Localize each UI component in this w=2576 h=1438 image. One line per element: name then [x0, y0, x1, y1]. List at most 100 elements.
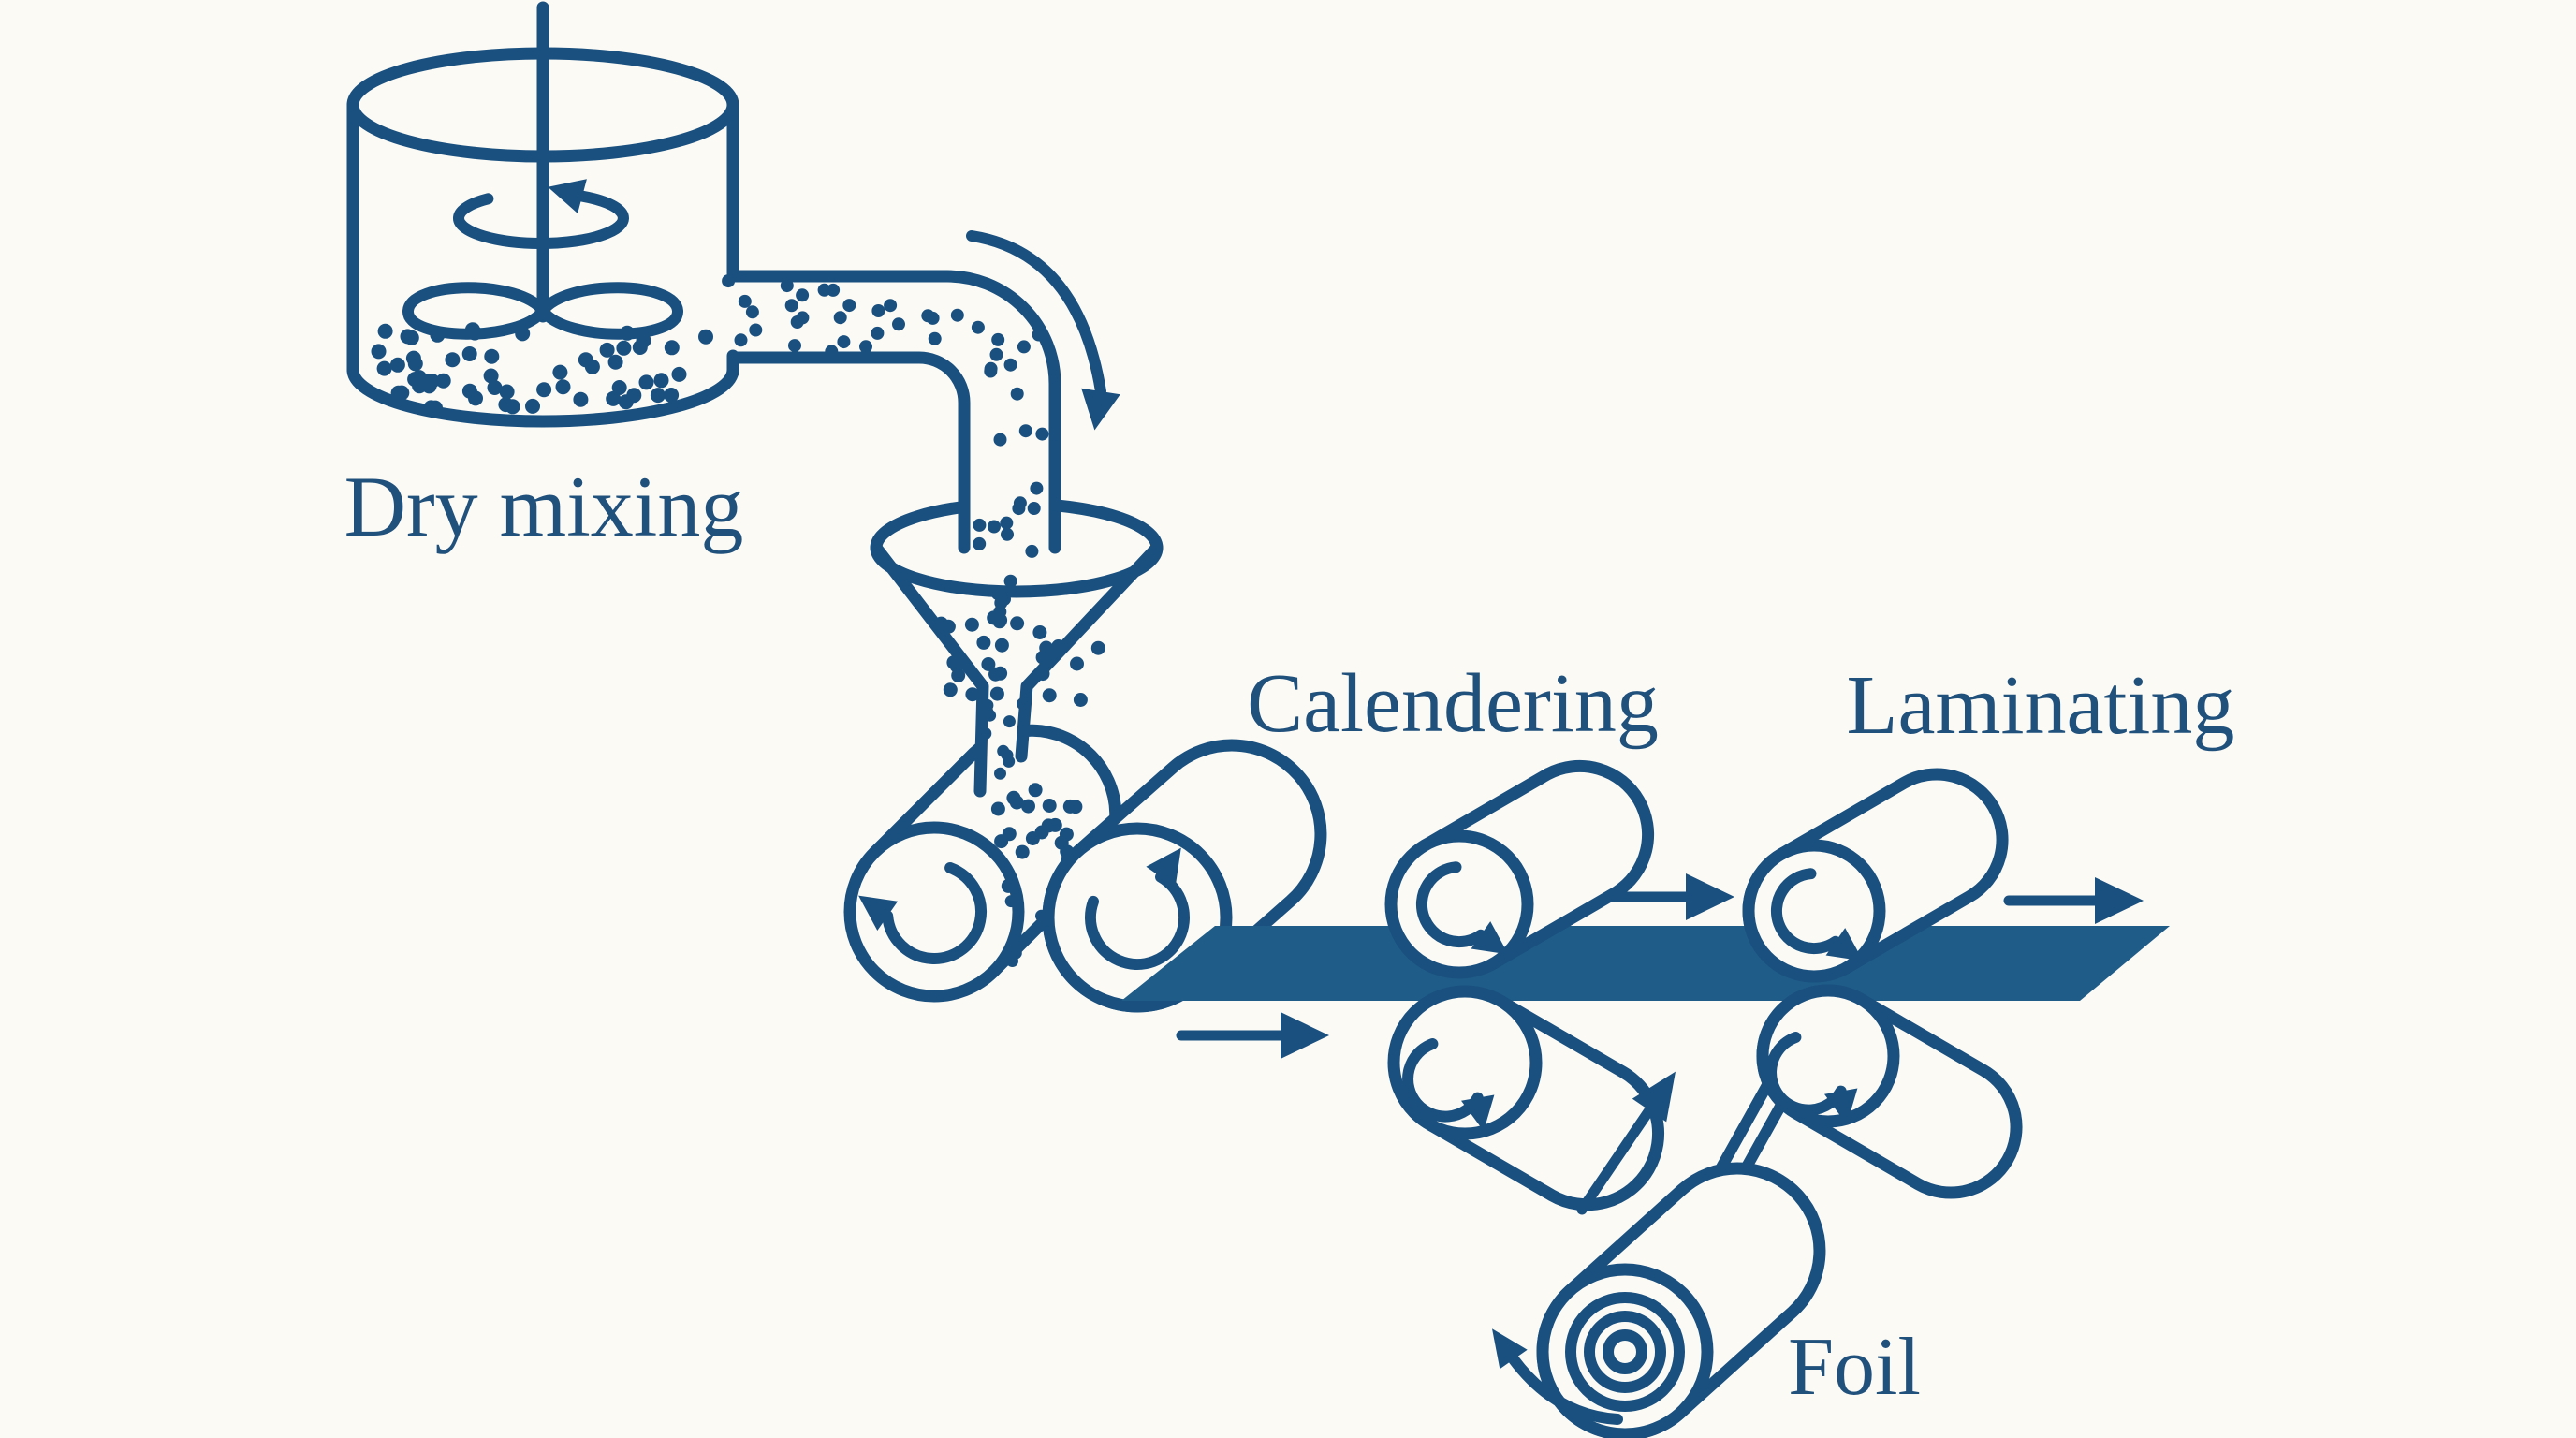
- powder-dot: [1025, 831, 1040, 845]
- belt-direction-arrow-icon: [2003, 877, 2144, 924]
- powder-dot: [671, 366, 687, 382]
- powder-dot: [745, 305, 759, 319]
- powder-dot: [1015, 844, 1030, 859]
- laminating-label: Laminating: [1847, 659, 2235, 752]
- powder-dot: [1021, 799, 1035, 814]
- powder-dot: [371, 344, 387, 360]
- powder-dot: [1003, 358, 1017, 372]
- powder-dot: [979, 727, 992, 740]
- powder-dot: [988, 520, 1001, 534]
- powder-dot: [1070, 656, 1084, 671]
- powder-dot: [1035, 427, 1049, 441]
- mixer-impeller: [402, 282, 683, 340]
- powder-dot: [976, 635, 991, 650]
- calendering-roller-bottom: [1387, 985, 1665, 1211]
- powder-dot: [1002, 827, 1017, 842]
- powder-dot: [1010, 387, 1024, 401]
- powder-dot: [435, 373, 451, 389]
- powder-dot: [871, 326, 885, 340]
- powder-dot: [505, 399, 520, 415]
- powder-dot: [405, 350, 421, 366]
- foil-label: Foil: [1788, 1322, 1921, 1413]
- belt-direction-arrow-icon: [1602, 873, 1734, 920]
- calendering-roller-top: [1384, 759, 1654, 979]
- powder-dot: [607, 354, 623, 370]
- roller-rotation-arrow-icon: [1402, 1038, 1495, 1132]
- powder-dot: [738, 294, 752, 308]
- powder-dot: [993, 433, 1007, 447]
- powder-dot: [638, 374, 654, 390]
- powder-dot: [1090, 640, 1105, 655]
- powder-dot: [1073, 693, 1088, 707]
- electrode-film-belt: [1121, 926, 2170, 1001]
- belt-direction-arrow-icon: [1176, 1012, 1329, 1059]
- powder-dot: [394, 385, 410, 401]
- powder-dot: [749, 323, 763, 337]
- powder-dot: [573, 391, 589, 407]
- transfer-pipe: [726, 270, 1061, 554]
- powder-dot: [780, 279, 794, 293]
- powder-dot: [536, 382, 552, 398]
- powder-dot: [722, 274, 736, 288]
- dry-mixing-label: Dry mixing: [344, 459, 744, 554]
- powder-dot: [926, 311, 940, 325]
- powder-dot: [1059, 827, 1074, 842]
- powder-dot: [1001, 527, 1014, 541]
- powder-dot: [1003, 715, 1016, 728]
- powder-dot: [833, 311, 847, 325]
- powder-dot: [971, 320, 985, 334]
- powder-dot: [1006, 955, 1018, 967]
- powder-dot: [1035, 667, 1050, 682]
- powder-dot: [377, 323, 393, 339]
- powder-dot: [788, 339, 801, 353]
- powder-dot: [1027, 502, 1041, 515]
- powder-dot: [606, 390, 622, 406]
- powder-dot: [1004, 895, 1017, 908]
- hopper-funnel: [870, 497, 1164, 798]
- powder-dot: [1035, 909, 1047, 922]
- powder-dot: [992, 614, 1007, 629]
- powder-dot: [984, 361, 998, 375]
- powder-dot: [515, 326, 531, 342]
- powder-dot: [989, 686, 1004, 701]
- powder-dot: [1010, 616, 1025, 631]
- powder-dot: [973, 518, 987, 532]
- powder-dot: [423, 400, 439, 416]
- powder-dot: [946, 655, 961, 670]
- powder-dot: [941, 619, 956, 634]
- powder-dot: [965, 687, 980, 702]
- powder-dot: [943, 682, 958, 697]
- powder-dot: [928, 331, 942, 345]
- powder-dot: [817, 283, 831, 297]
- powder-dot: [988, 667, 1003, 682]
- powder-dot: [464, 322, 480, 338]
- powder-dot: [487, 380, 503, 395]
- powder-dot: [525, 398, 540, 414]
- powder-dot: [620, 325, 636, 341]
- powder-dot: [1032, 625, 1047, 639]
- powder-dot: [616, 340, 632, 356]
- powder-dot: [599, 342, 615, 358]
- powder-dot: [400, 329, 416, 345]
- pipe-flow-arrow-icon: [966, 230, 1120, 431]
- foil-roll: [1536, 1162, 1826, 1438]
- powder-dot: [611, 380, 627, 395]
- roller-rotation-arrow-icon: [1415, 861, 1509, 955]
- powder-dot: [1060, 844, 1075, 859]
- powder-particles: [371, 274, 1105, 967]
- powder-dot: [790, 315, 804, 329]
- foil-feed-arrow-icon: [1576, 1071, 1676, 1215]
- calendering-label: Calendering: [1247, 657, 1659, 750]
- powder-dot: [552, 364, 568, 380]
- powder-dot: [734, 333, 748, 347]
- powder-dot: [991, 332, 1005, 346]
- powder-dot: [1017, 697, 1029, 711]
- powder-dot: [892, 317, 905, 331]
- powder-dot: [1001, 749, 1014, 762]
- powder-dot: [837, 335, 851, 349]
- powder-dot: [989, 347, 1003, 361]
- powder-dot: [1042, 799, 1057, 813]
- powder-dot: [411, 370, 427, 386]
- powder-dot: [653, 373, 669, 389]
- powder-dot: [1025, 544, 1039, 558]
